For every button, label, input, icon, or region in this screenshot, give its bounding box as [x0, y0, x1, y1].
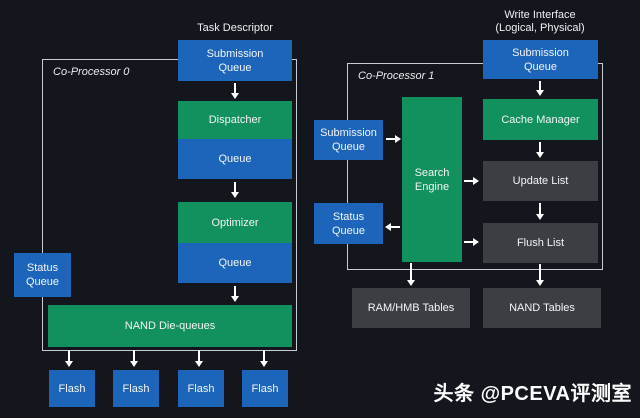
- nand-tables-box: NAND Tables: [483, 288, 601, 328]
- optimizer-box: Optimizer: [178, 202, 292, 243]
- status-queue-box-side-right: Status Queue: [314, 203, 383, 244]
- dispatcher-queue-box: Queue: [178, 139, 292, 179]
- down-arrow-icon: [536, 142, 544, 158]
- cache-manager-box: Cache Manager: [483, 99, 598, 140]
- optimizer-queue-box: Queue: [178, 243, 292, 283]
- down-arrow-icon: [231, 182, 239, 198]
- down-arrow-icon: [195, 350, 203, 367]
- down-arrow-icon: [407, 263, 415, 286]
- down-arrow-icon: [536, 203, 544, 220]
- write-interface-line2: (Logical, Physical): [495, 22, 585, 34]
- down-arrow-icon: [231, 83, 239, 99]
- left-arrow-icon: [385, 223, 400, 231]
- ram-hmb-tables-box: RAM/HMB Tables: [352, 288, 470, 328]
- co-processor-1-label: Co-Processor 1: [358, 70, 435, 82]
- down-arrow-icon: [536, 264, 544, 286]
- right-arrow-icon: [464, 177, 479, 185]
- down-arrow-icon: [260, 350, 268, 367]
- right-arrow-icon: [464, 238, 479, 246]
- flash-box: Flash: [178, 370, 224, 407]
- task-descriptor-label: Task Descriptor: [197, 22, 273, 34]
- nand-die-queues-box: NAND Die-queues: [48, 305, 292, 347]
- co-processor-1-group: [347, 63, 603, 270]
- co-processor-0-label: Co-Processor 0: [53, 66, 130, 78]
- write-interface-label: Write Interface (Logical, Physical): [465, 9, 615, 35]
- write-interface-line1: Write Interface: [504, 9, 576, 21]
- flash-box: Flash: [113, 370, 159, 407]
- down-arrow-icon: [130, 350, 138, 367]
- search-engine-box: Search Engine: [402, 97, 462, 262]
- down-arrow-icon: [231, 286, 239, 302]
- update-list-box: Update List: [483, 161, 598, 201]
- down-arrow-icon: [65, 350, 73, 367]
- submission-queue-box-top-right: Submission Queue: [483, 40, 598, 79]
- down-arrow-icon: [536, 81, 544, 96]
- flush-list-box: Flush List: [483, 223, 598, 263]
- status-queue-box-left: Status Queue: [14, 253, 71, 297]
- right-arrow-icon: [386, 135, 401, 143]
- submission-queue-box-left: Submission Queue: [178, 40, 292, 81]
- dispatcher-box: Dispatcher: [178, 101, 292, 139]
- watermark: 头条 @PCEVA评测室: [433, 383, 632, 405]
- flash-box: Flash: [242, 370, 288, 407]
- co-processor-0-group: [42, 59, 297, 351]
- submission-queue-box-side-right: Submission Queue: [314, 120, 383, 160]
- flash-box: Flash: [49, 370, 95, 407]
